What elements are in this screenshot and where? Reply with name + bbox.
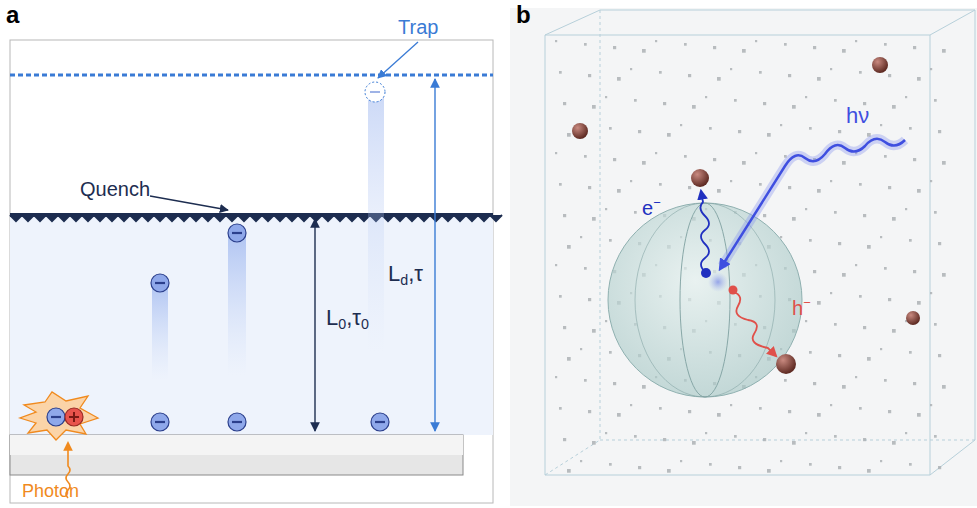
photon-beam [722,139,905,266]
lattice-dots [555,40,946,473]
photon-arrow [722,139,905,266]
photon-label: hν [846,104,869,128]
trap-line [10,74,493,77]
trapped-electron [365,82,385,102]
panel-b [510,8,977,506]
panel-a [10,40,502,503]
panel-letter: a [6,2,19,28]
leader-line [378,42,418,78]
dimension-label: Ld,τ [388,262,423,288]
hole-label: h− [792,296,811,319]
electron-path [700,191,709,272]
quench-line [10,215,502,221]
dimension-arrow [314,219,315,431]
photon-label: Photon [22,482,79,502]
electron-dot [701,268,711,278]
hole-path [734,292,776,356]
quench-label: Quench [80,178,150,200]
panel-letter: b [516,2,531,28]
dimension-arrow [434,79,435,431]
electron-label: e− [642,196,661,219]
exciton-sphere [608,203,802,397]
dopant-atom [572,57,920,374]
electron-hole-pair [20,392,98,440]
electron [151,224,389,431]
trap-label: Trap [398,16,438,38]
leader-line [150,196,228,210]
hole-dot [729,286,738,295]
dimension-label: L0,τ0 [326,306,369,332]
